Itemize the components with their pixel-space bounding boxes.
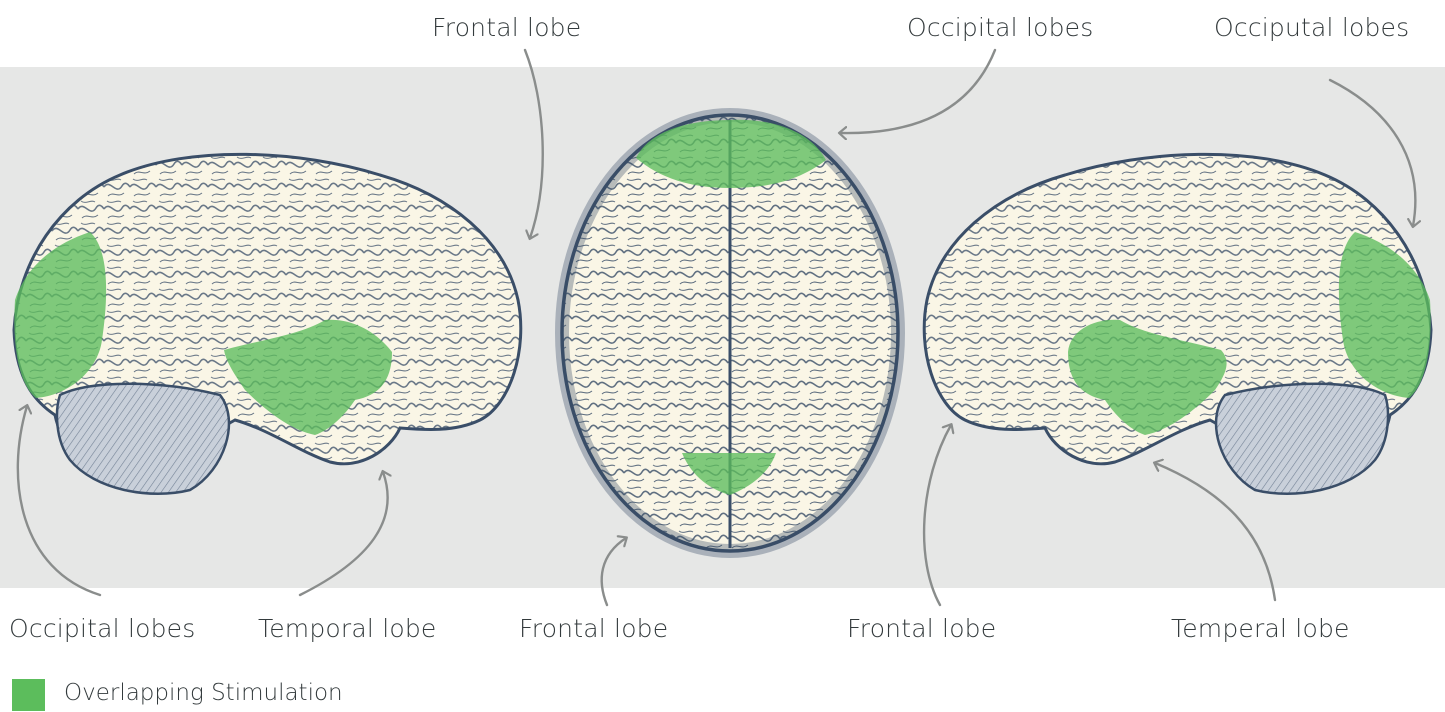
label-bottom-occipital-lobes: Occipital lobes (9, 614, 195, 643)
arrow-top-frontal (525, 50, 543, 238)
label-bottom-temporal-lobe: Temporal lobe (258, 614, 437, 643)
legend-label: Overlapping Stimulation (64, 680, 343, 706)
label-bottom-frontal-lobe-center: Frontal lobe (519, 614, 668, 643)
arrow-bottom-frontal-center (602, 538, 626, 605)
center-top-brain (562, 115, 898, 551)
label-top-frontal-lobe: Frontal lobe (432, 13, 581, 42)
left-lateral-brain (14, 154, 521, 493)
legend-swatch (12, 679, 45, 711)
arrow-bottom-temporal (300, 472, 388, 595)
right-lateral-brain (924, 154, 1431, 493)
arrow-bottom-frontal-right (924, 425, 951, 605)
arrow-top-occipital (840, 50, 995, 133)
label-bottom-frontal-lobe-right: Frontal lobe (847, 614, 996, 643)
label-top-occiputal-lobes: Occiputal lobes (1214, 13, 1409, 42)
label-top-occipital-lobes: Occipital lobes (907, 13, 1093, 42)
label-bottom-temperal-lobe: Temperal lobe (1171, 614, 1350, 643)
